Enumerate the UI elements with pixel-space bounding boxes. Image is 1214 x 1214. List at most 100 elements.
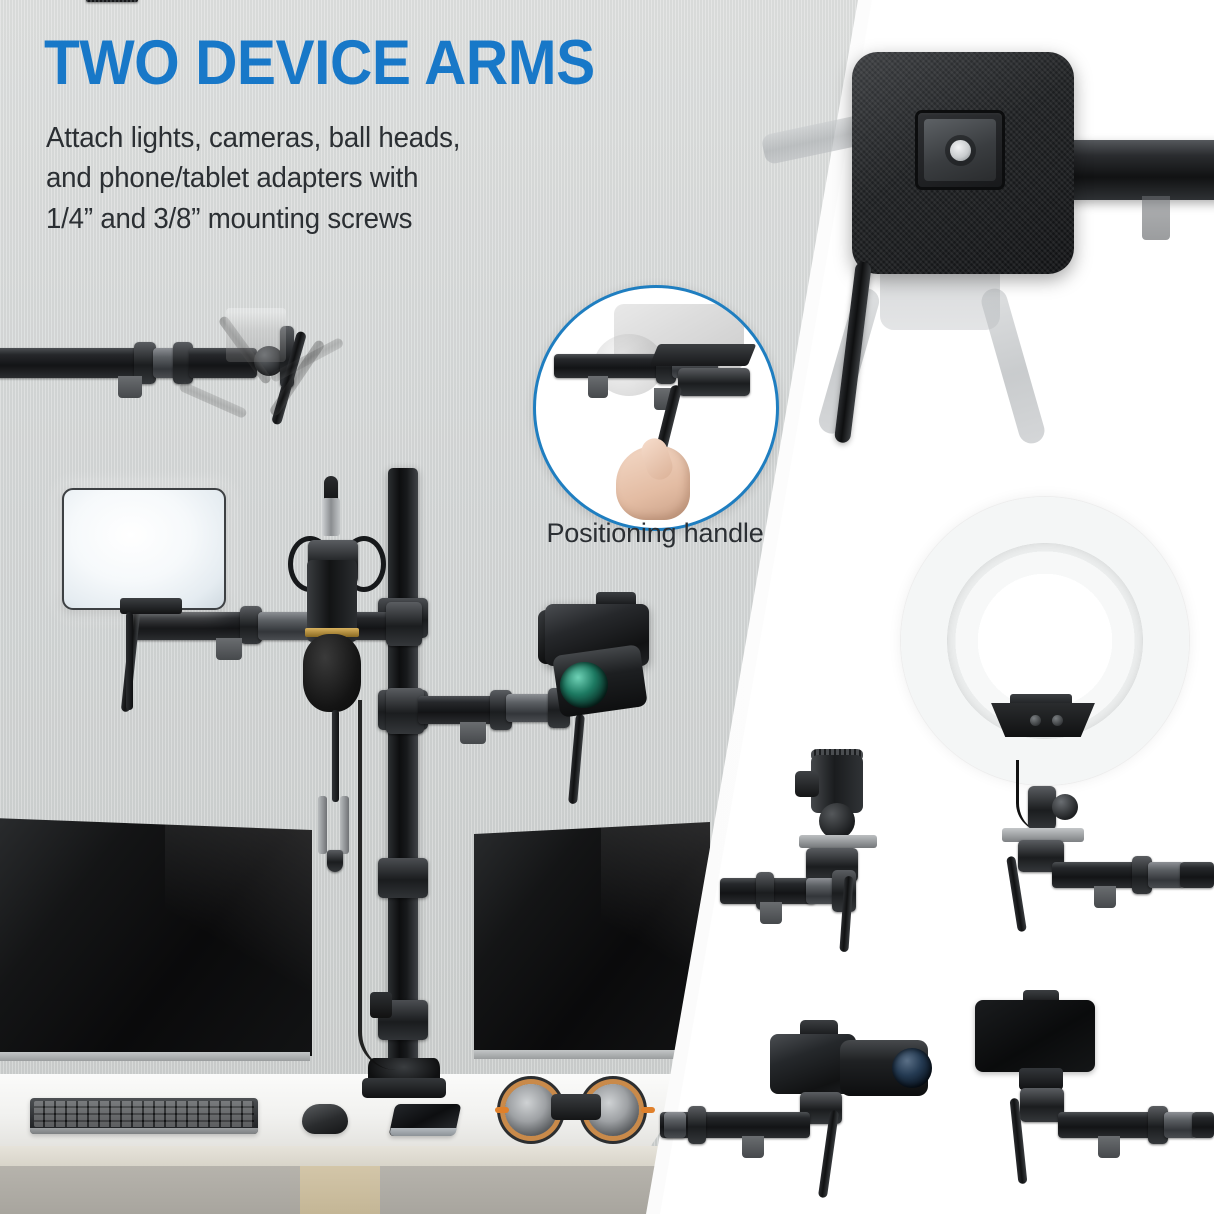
monitor-left-base [0,1052,310,1061]
led-light-panel [62,488,226,610]
microphone-tip [324,476,338,502]
headphone-stub-left [495,1107,509,1113]
headphone-cup-left [505,1084,557,1136]
ring-light-arm-tab [1094,886,1116,908]
microphone-gold-band [305,628,359,637]
ring-light-qr-plate [1002,828,1084,842]
arm-lower-tab [460,722,486,744]
ul-arm-joint-b [173,342,193,384]
hero-arm-bar [1066,140,1214,200]
cable-run [358,700,396,1070]
phone-holder-bottom-clamp [1019,1068,1063,1090]
phone-arm-tab [1098,1136,1120,1158]
cable-clip [370,992,392,1018]
ul-arm-ghost-head [226,308,286,362]
microphone-windscreen [303,634,361,712]
desk-edge [0,1146,688,1168]
dslr-arm-joint-a [688,1106,706,1144]
subtitle-line-3: 1/4” and 3/8” mounting screws [46,202,413,235]
arm-lower-segment-a [418,696,496,724]
headphones [495,1080,655,1142]
ring-light-arm-segment-b [1148,862,1184,888]
dslr-prism [800,1020,838,1038]
positioning-handle-inset [533,285,779,531]
monitor-left [0,818,312,1056]
subtitle-line-2: and phone/tablet adapters with [46,162,419,195]
ring-light-arm-segment-c [1180,862,1214,888]
ring-light-cable [1016,760,1045,832]
ball-head-quick-release-plate [799,835,877,848]
ul-arm-tab [118,376,142,398]
ul-arm-joint-a [134,342,156,384]
microphone-clip [318,796,352,872]
monitor-right-base [474,1050,706,1059]
knurled-knob-icon [86,0,138,2]
ball-head-ball [819,803,855,839]
ul-arm-segment-a [0,348,140,378]
keyboard-base [30,1128,258,1134]
arm-upper-segment-a [128,612,246,640]
ball-head-arm-joint [756,872,774,910]
screw-hole-icon [950,140,971,161]
ring-light-yoke [1028,786,1056,830]
phone-holder-mount-block [1020,1088,1064,1122]
keyboard [30,1098,258,1134]
inset-tab-a [588,376,608,398]
quick-release-plate-inner [924,119,996,181]
positioning-handle-caption: Positioning handle [546,518,764,548]
ul-arm-segment-c [189,348,257,378]
clip-leg-right [340,796,349,854]
monitor-gloss [164,818,312,1056]
microphone-stem-top [322,498,340,536]
ball-head [795,749,877,848]
ring-light-arm-joint [1132,856,1152,894]
monitor-right [474,822,710,1054]
phone-holder [975,988,1095,1100]
ring-light-button-1 [1030,715,1041,726]
mount-head-icon [852,52,1074,274]
floor-strip [300,1166,380,1214]
ring-light-control-panel [991,703,1095,737]
phone-arm-segment-c [1192,1112,1214,1138]
phone-arm-segment-a [1058,1112,1154,1138]
light-panel-stem [126,612,133,710]
headphone-band [551,1094,601,1120]
mouse [302,1104,348,1134]
ball-head-lock-knob [795,771,819,797]
ul-arm-pivot-knob [254,346,284,376]
inset-qr-plate [649,344,757,366]
quick-release-plate-icon [915,110,1005,190]
ring-light-button-2 [1052,715,1063,726]
clip-leg-left [318,796,327,854]
inset-plate-block [678,368,750,396]
page-title: TWO DEVICE ARMS [44,28,595,98]
mounting-pole [388,468,418,1080]
keyboard-keys [34,1101,254,1127]
arm-upper-pole-mount [386,602,422,646]
subtitle-copy: Attach lights, cameras, ball heads, and … [46,118,647,239]
dslr-camera [770,1020,940,1130]
inset-arm [554,354,664,378]
dslr-arm-segment-b [664,1112,686,1138]
phone-edge [389,1128,457,1136]
desk-clamp [362,1078,446,1098]
microphone-stem [332,710,339,802]
dslr-lens-glass [892,1048,932,1088]
ring-light-arm-segment-a [1052,862,1138,888]
subtitle-line-1: Attach lights, cameras, ball heads, [46,122,461,154]
ul-arm-handle-ghost-3 [178,380,248,420]
ball-head-arm-tab [760,902,782,924]
pole-collar-lower [378,858,428,898]
ring-light [901,497,1189,785]
phone-arm-segment-b [1164,1112,1196,1138]
phone-screen [975,1000,1095,1072]
light-panel-yoke [120,598,182,614]
arm-articulation-detail [0,300,345,440]
arm-upper-joint-a [240,606,262,644]
phone-arm-joint [1148,1106,1168,1144]
dslr-arm-tab [742,1136,764,1158]
hero-arm-tab [1142,196,1170,240]
arm-upper-tab [216,638,242,660]
headphone-stub-right [641,1107,655,1113]
